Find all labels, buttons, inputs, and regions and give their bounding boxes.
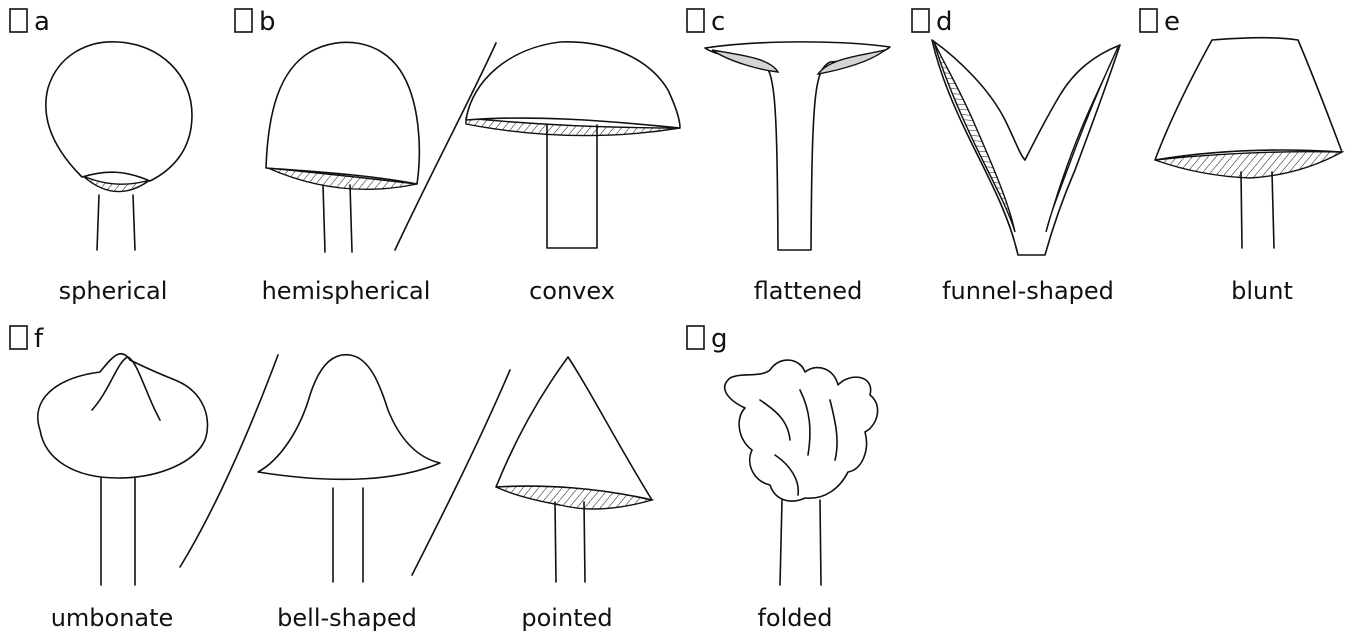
label-folded: folded (757, 604, 832, 632)
option-letter: c (711, 7, 725, 37)
option-a[interactable]: a (10, 7, 50, 37)
blunt-cap-drawing (1155, 38, 1342, 248)
option-d[interactable]: d (912, 7, 953, 37)
checkbox-g[interactable] (687, 326, 704, 349)
option-letter: f (34, 324, 44, 354)
label-bell-shaped: bell-shaped (277, 604, 417, 632)
option-e[interactable]: e (1140, 7, 1180, 37)
label-pointed: pointed (521, 604, 612, 632)
option-f[interactable]: f (10, 324, 44, 354)
label-umbonate: umbonate (51, 604, 174, 632)
option-letter: e (1164, 7, 1180, 37)
option-c[interactable]: c (687, 7, 725, 37)
label-spherical: spherical (59, 277, 168, 305)
pointed-cap-drawing (496, 357, 652, 582)
funnel-shaped-cap-drawing (932, 40, 1120, 255)
flattened-cap-drawing (705, 42, 890, 250)
umbonate-cap-drawing (38, 354, 208, 585)
hemispherical-cap-drawing (266, 42, 419, 252)
option-letter: b (259, 7, 276, 37)
label-convex: convex (529, 277, 615, 305)
convex-cap-drawing (466, 42, 680, 248)
checkbox-b[interactable] (235, 9, 252, 32)
checkbox-e[interactable] (1140, 9, 1157, 32)
option-letter: a (34, 7, 50, 37)
spherical-cap-drawing (46, 42, 192, 250)
label-flattened: flattened (754, 277, 863, 305)
option-letter: g (711, 324, 728, 354)
bell-shaped-cap-drawing (258, 355, 440, 582)
option-b[interactable]: b (235, 7, 276, 37)
checkbox-a[interactable] (10, 9, 27, 32)
divider-line (412, 370, 510, 575)
option-g[interactable]: g (687, 324, 728, 354)
option-letter: d (936, 7, 953, 37)
label-hemispherical: hemispherical (262, 277, 431, 305)
label-funnel-shaped: funnel-shaped (942, 277, 1114, 305)
divider-line (180, 355, 278, 567)
checkbox-f[interactable] (10, 326, 27, 349)
checkbox-c[interactable] (687, 9, 704, 32)
checkbox-d[interactable] (912, 9, 929, 32)
folded-cap-drawing (725, 360, 878, 585)
label-blunt: blunt (1231, 277, 1293, 305)
